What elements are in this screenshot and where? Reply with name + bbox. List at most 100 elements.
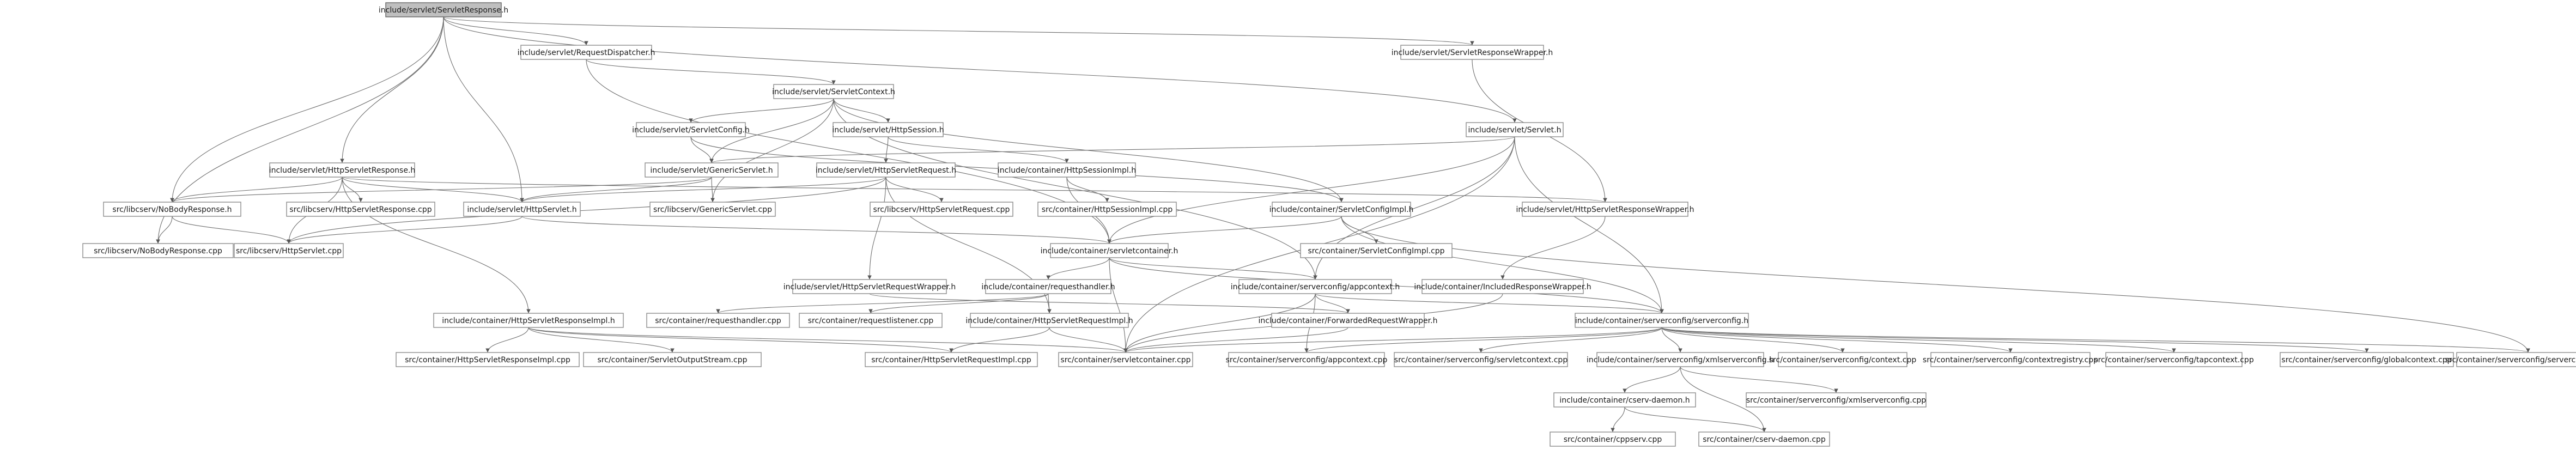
dependency-edge (1315, 293, 1350, 314)
node-box (1596, 352, 1764, 367)
file-node[interactable]: include/servlet/HttpServletResponse.h (269, 162, 416, 178)
file-node[interactable]: src/container/serverconfig/contextregist… (1923, 352, 2098, 367)
node-box (649, 202, 776, 217)
dependency-edge (1514, 136, 1664, 314)
node-label: src/container/requesthandler.cpp (655, 317, 781, 325)
node-label: include/servlet/HttpServlet.h (467, 205, 576, 214)
file-node[interactable]: include/container/HttpServletResponseImp… (433, 313, 624, 328)
dependency-edge (172, 216, 291, 244)
file-node[interactable]: src/libcserv/HttpServlet.cpp (234, 243, 344, 258)
file-node[interactable]: src/libcserv/NoBodyResponse.h (103, 202, 241, 217)
node-box (1037, 202, 1177, 217)
file-node[interactable]: include/servlet/HttpSession.h (832, 122, 944, 137)
node-label: src/container/serverconfig/servletcontex… (1394, 356, 1568, 364)
file-node[interactable]: include/servlet/RequestDispatcher.h (518, 45, 655, 60)
file-node[interactable]: include/servlet/ServletContext.h (772, 84, 895, 99)
file-node[interactable]: src/container/HttpServletResponseImpl.cp… (396, 352, 580, 367)
file-node[interactable]: src/container/ServletConfigImpl.cpp (1300, 243, 1453, 258)
file-node[interactable]: include/container/HttpServletRequestImpl… (965, 313, 1133, 328)
file-node[interactable]: include/container/IncludedResponseWrappe… (1414, 279, 1591, 294)
file-node[interactable]: src/libcserv/GenericServlet.cpp (649, 202, 776, 217)
node-box (1228, 352, 1385, 367)
file-node[interactable]: include/servlet/ServletResponseWrapper.h (1392, 45, 1553, 60)
file-node[interactable]: src/container/serverconfig/globalcontext… (2280, 352, 2454, 367)
file-node[interactable]: include/container/HttpSessionImpl.h (998, 162, 1136, 178)
dependency-edge (1661, 327, 2013, 353)
file-node[interactable]: include/servlet/ServletConfig.h (632, 122, 750, 137)
node-box (816, 162, 956, 178)
file-node[interactable]: src/libcserv/HttpServletRequest.cpp (870, 202, 1013, 217)
file-node[interactable]: src/container/serverconfig/serverconfig.… (2445, 352, 2576, 367)
file-node[interactable]: include/servlet/HttpServletRequest.h (816, 162, 956, 178)
dependency-edge (1109, 257, 1317, 280)
file-node[interactable]: src/container/HttpServletRequestImpl.cpp (865, 352, 1038, 367)
dependency-edge (1341, 216, 1664, 314)
file-node[interactable]: include/container/cserv-daemon.h (1553, 392, 1696, 408)
node-label: include/container/cserv-daemon.h (1559, 396, 1690, 405)
node-box (1058, 352, 1193, 367)
node-box (103, 202, 241, 217)
file-node[interactable]: include/container/serverconfig/servercon… (1575, 313, 1749, 328)
dependency-edge (1661, 327, 2176, 353)
file-node[interactable]: src/container/serverconfig/xmlserverconf… (1746, 392, 1927, 408)
file-node[interactable]: include/container/serverconfig/appcontex… (1231, 279, 1400, 294)
file-node[interactable]: src/container/requestlistener.cpp (799, 313, 943, 328)
node-label: src/container/serverconfig/globalcontext… (2281, 356, 2452, 364)
dependency-edge (342, 177, 1607, 203)
file-node[interactable]: src/container/requesthandler.cpp (646, 313, 790, 328)
node-label: include/container/ForwardedRequestWrappe… (1259, 317, 1438, 325)
root-file-node[interactable]: include/servlet/ServletResponse.h (379, 2, 508, 17)
file-node[interactable]: src/container/cserv-daemon.cpp (1698, 431, 1830, 447)
file-node[interactable]: include/servlet/HttpServletRequestWrappe… (783, 279, 956, 294)
node-box (433, 313, 624, 328)
node-box (463, 202, 581, 217)
node-box (646, 313, 790, 328)
node-box (1421, 279, 1584, 294)
node-box (1238, 279, 1392, 294)
file-node[interactable]: src/container/serverconfig/servletcontex… (1394, 352, 1568, 367)
node-label: include/servlet/HttpServletResponse.h (269, 166, 416, 175)
file-node[interactable]: src/libcserv/NoBodyResponse.cpp (82, 243, 234, 258)
dependency-edge (340, 16, 444, 163)
dependency-edge (170, 16, 444, 203)
node-label: src/libcserv/HttpServletResponse.cpp (289, 205, 432, 214)
node-label: include/servlet/HttpServletRequest.h (816, 166, 956, 175)
file-node[interactable]: include/container/servletcontainer.h (1041, 243, 1178, 258)
file-node[interactable]: src/container/serverconfig/appcontext.cp… (1226, 352, 1388, 367)
file-node[interactable]: include/container/serverconfig/xmlserver… (1587, 352, 1774, 367)
dependency-edge (833, 98, 890, 123)
file-node[interactable]: include/servlet/Servlet.h (1466, 122, 1564, 137)
dependency-edge (1107, 136, 1515, 244)
file-node[interactable]: src/container/cppserv.cpp (1550, 431, 1676, 447)
dependency-edge (485, 327, 529, 353)
node-box (2280, 352, 2454, 367)
file-node[interactable]: include/servlet/HttpServletResponseWrapp… (1516, 202, 1694, 217)
file-node[interactable]: src/container/ServletOutputStream.cpp (583, 352, 762, 367)
dependency-edge (287, 177, 886, 244)
node-label: include/container/HttpServletResponseImp… (442, 317, 615, 325)
file-node[interactable]: include/container/ForwardedRequestWrappe… (1259, 313, 1438, 328)
file-node[interactable]: include/container/ServletConfigImpl.h (1269, 202, 1414, 217)
file-node[interactable]: src/container/servletcontainer.cpp (1058, 352, 1193, 367)
node-label: src/libcserv/HttpServletRequest.cpp (873, 205, 1010, 214)
file-node[interactable]: src/container/HttpSessionImpl.cpp (1037, 202, 1177, 217)
node-label: src/libcserv/HttpServlet.cpp (236, 247, 342, 256)
file-node[interactable]: include/servlet/GenericServlet.h (645, 162, 779, 178)
file-node[interactable]: src/libcserv/HttpServletResponse.cpp (286, 202, 435, 217)
dependency-edge (710, 98, 834, 203)
node-label: include/container/serverconfig/xmlserver… (1587, 356, 1774, 364)
node-label: src/libcserv/GenericServlet.cpp (653, 205, 772, 214)
file-node[interactable]: src/container/serverconfig/context.cpp (1769, 352, 1917, 367)
node-box (865, 352, 1038, 367)
dependency-edge (443, 16, 1474, 46)
node-label: include/servlet/Servlet.h (1468, 126, 1562, 135)
dependency-edge (1066, 177, 1109, 203)
file-node[interactable]: include/container/requesthandler.h (981, 279, 1115, 294)
node-label: include/servlet/HttpSession.h (832, 126, 944, 135)
node-box (1746, 392, 1927, 408)
file-node[interactable]: include/servlet/HttpServlet.h (463, 202, 581, 217)
node-label: include/container/IncludedResponseWrappe… (1414, 283, 1591, 291)
node-label: src/container/ServletConfigImpl.cpp (1308, 247, 1444, 256)
file-node[interactable]: src/container/serverconfig/tapcontext.cp… (2094, 352, 2254, 367)
node-box (1050, 243, 1169, 258)
